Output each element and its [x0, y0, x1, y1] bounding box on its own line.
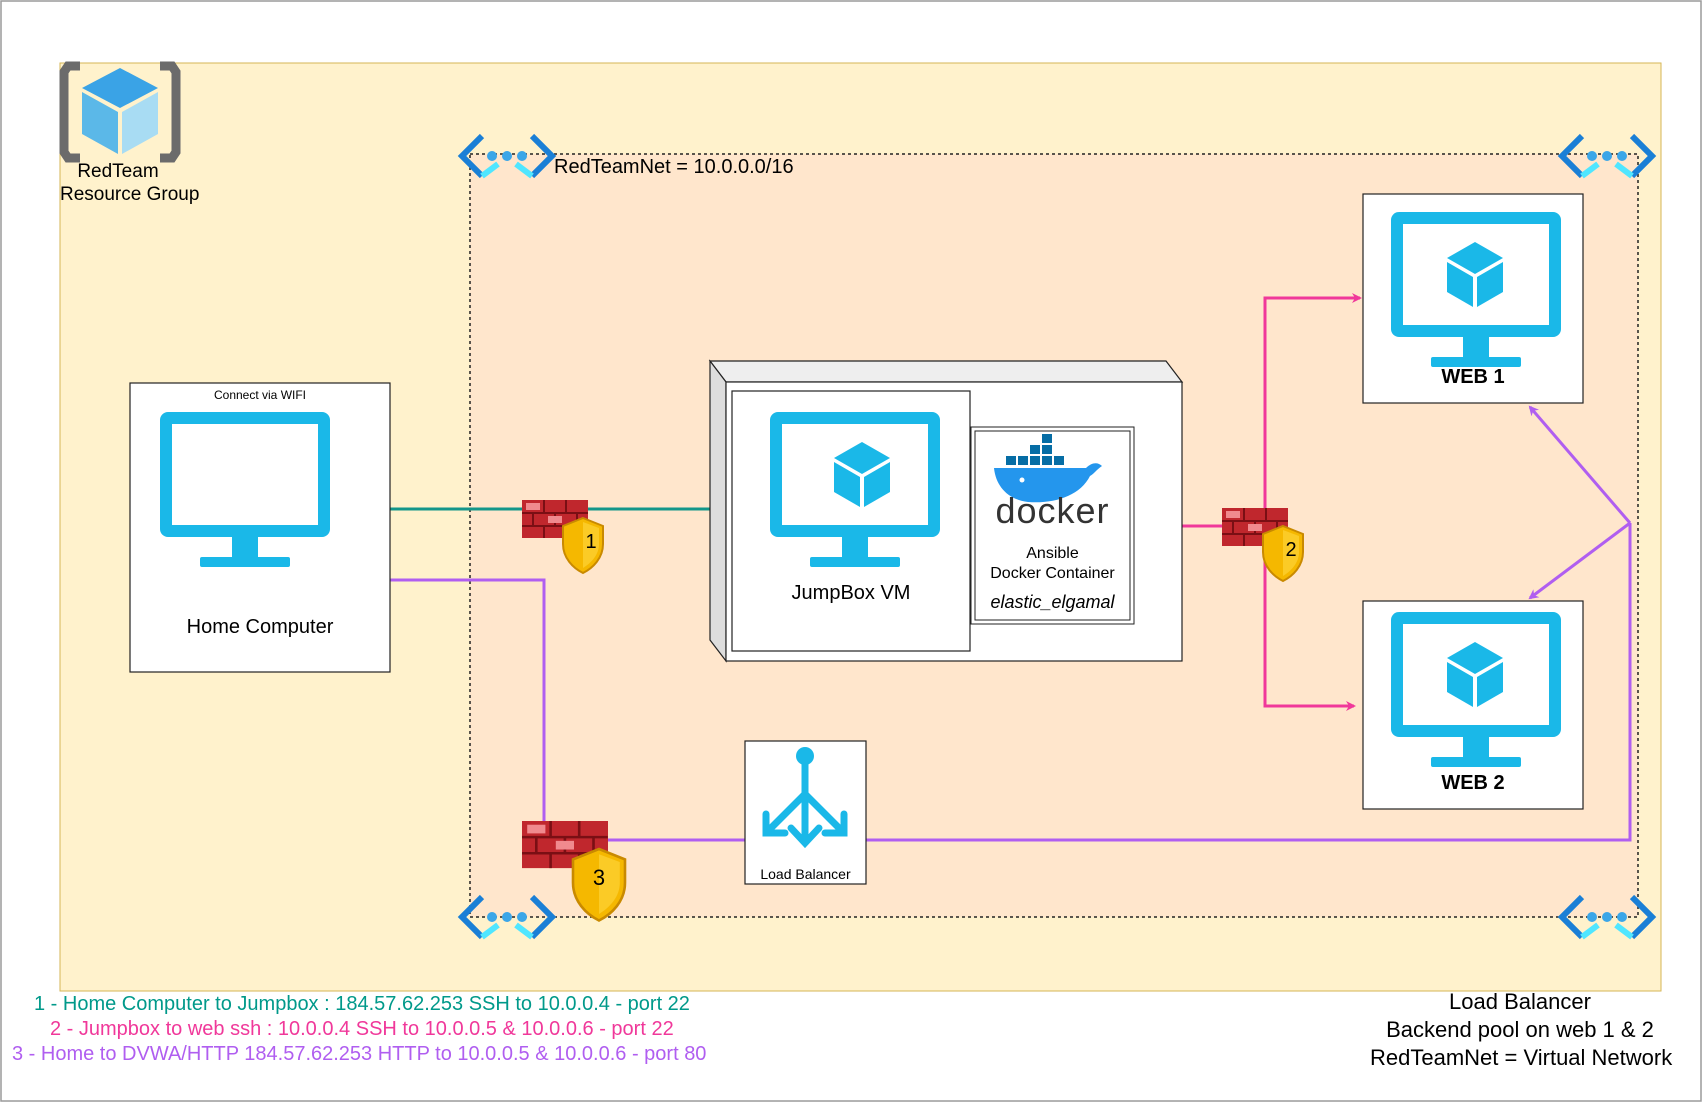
legend-item-3: 3 - Home to DVWA/HTTP 184.57.62.253 HTTP… [12, 1043, 707, 1065]
link-home-loadbalancer [390, 578, 745, 842]
home-note: Connect via WIFI [213, 388, 307, 402]
home-label: Home Computer [186, 616, 334, 638]
resource-group-line1: RedTeam [77, 161, 159, 182]
notes-block: Load Balancer Backend pool on web 1 & 2 … [1370, 988, 1673, 1072]
container-line2: Docker Container [990, 565, 1115, 582]
container-line1: Ansible [1026, 545, 1079, 562]
notes-line1: Load Balancer [1449, 989, 1591, 1014]
legend-item-1: 1 - Home Computer to Jumpbox : 184.57.62… [34, 993, 690, 1015]
resource-group-line2: Resource Group [60, 184, 200, 205]
resource-group-icon [59, 61, 181, 163]
jumpbox-label: JumpBox VM [791, 582, 911, 604]
firewall-number-2: 2 [1285, 539, 1297, 561]
firewall-3 [520, 819, 627, 922]
notes-line2: Backend pool on web 1 & 2 [1386, 1017, 1654, 1042]
firewall-number-1: 1 [585, 531, 597, 553]
link-loadbalancer-webs [866, 523, 1632, 842]
load-balancer-label: Load Balancer [760, 866, 851, 882]
link-to-web1 [1263, 293, 1362, 526]
link-lb-web2 [1528, 521, 1631, 600]
load-balancer-icon [762, 747, 848, 849]
vnet-label: RedTeamNet = 10.0.0.0/16 [554, 156, 794, 178]
resource-group-label: RedTeam Resource Group [60, 160, 200, 206]
docker-whale-icon [994, 434, 1102, 503]
legend-item-2: 2 - Jumpbox to web ssh : 10.0.0.4 SSH to… [50, 1018, 674, 1040]
notes-line3: RedTeamNet = Virtual Network [1370, 1045, 1673, 1070]
web1-label: WEB 1 [1441, 366, 1505, 388]
container-name: elastic_elgamal [990, 592, 1115, 612]
link-lb-web1 [1528, 405, 1632, 524]
firewall-number-3: 3 [592, 865, 606, 890]
web2-label: WEB 2 [1441, 772, 1505, 794]
link-to-web2 [1263, 526, 1356, 711]
docker-logo-text: docker [995, 490, 1110, 531]
docker-container-box [970, 426, 1135, 625]
